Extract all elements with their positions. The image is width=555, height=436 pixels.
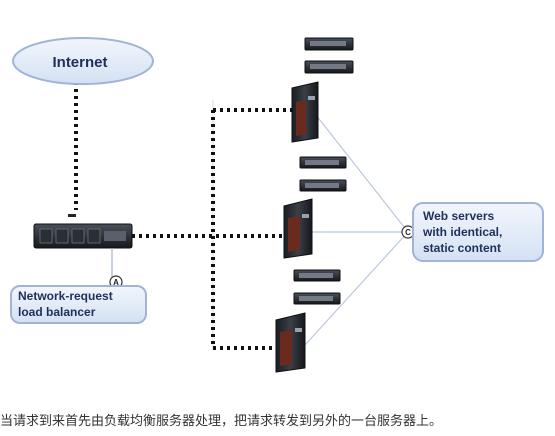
web-servers-label-line2: with identical,	[422, 225, 502, 239]
status-dash	[68, 214, 76, 217]
web-servers-label-bubble: Web servers with identical, static conte…	[412, 202, 544, 262]
server-group-middle	[283, 156, 347, 259]
web-servers-label-line3: static content	[423, 241, 501, 255]
connector-line-bottom	[304, 231, 409, 346]
internet-cloud: Internet	[12, 37, 154, 85]
web-servers-label-line1: Web servers	[423, 209, 494, 223]
internet-label: Internet	[52, 54, 107, 71]
load-balancer-label-line1: Network-request	[18, 289, 113, 303]
marker-a-letter: A	[113, 278, 119, 287]
server-group-bottom	[275, 269, 341, 373]
server-connector-lines	[304, 109, 409, 346]
load-balancer-label-line2: load balancer	[18, 305, 96, 319]
caption-text: 当请求到来首先由负载均衡服务器处理，把请求转发到另外的一台服务器上。	[0, 414, 443, 429]
network-dotted-links	[74, 82, 292, 350]
server-group-top	[291, 37, 354, 143]
load-balancer-label-bubble: Network-request load balancer	[10, 285, 147, 324]
connector-line-top	[311, 109, 409, 233]
load-balancer-device	[33, 223, 133, 249]
marker-c-letter: C	[405, 228, 411, 237]
